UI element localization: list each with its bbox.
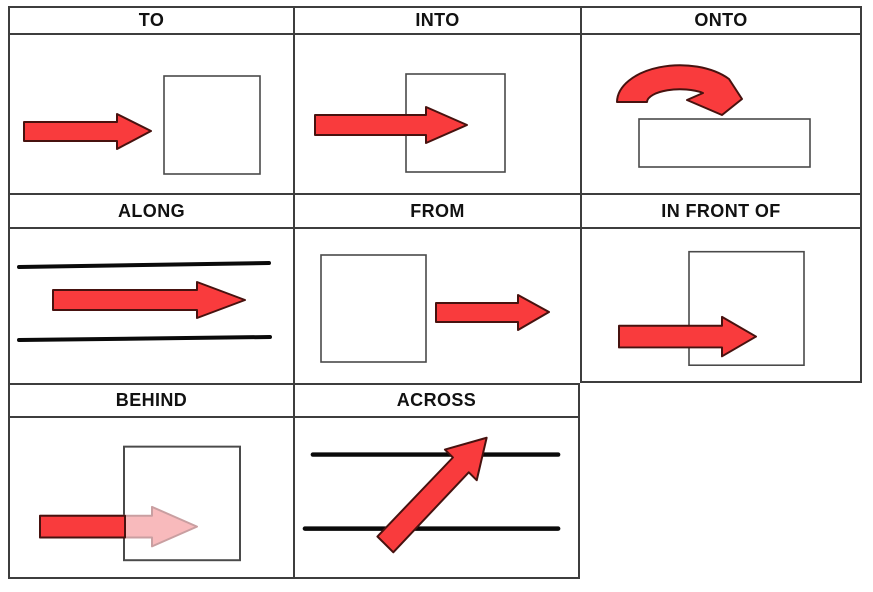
into-diagram-svg — [314, 73, 506, 173]
arrow-overlap-icon — [618, 315, 757, 358]
header-in-front-of: IN FRONT OF — [580, 193, 862, 227]
arrow-into-square-icon — [314, 106, 468, 144]
header-from: FROM — [293, 193, 580, 227]
empty-cell — [580, 383, 862, 416]
diagram-behind — [8, 416, 293, 579]
header-behind-label: BEHIND — [115, 390, 188, 410]
curved-arrow-down-icon — [616, 64, 743, 116]
header-in-front-of-label: IN FRONT OF — [661, 200, 781, 221]
from-diagram-svg — [320, 254, 550, 363]
header-across-label: ACROSS — [396, 390, 477, 410]
header-from-label: FROM — [410, 200, 465, 221]
across-diagram-svg — [302, 436, 561, 554]
arrow-right-icon — [23, 113, 152, 150]
header-behind: BEHIND — [8, 383, 293, 416]
square-shape — [123, 445, 241, 562]
header-along-label: ALONG — [118, 200, 185, 221]
empty-cell — [580, 416, 862, 579]
diagram-along — [8, 227, 293, 383]
diagram-in-front-of — [580, 227, 862, 383]
header-onto: ONTO — [580, 6, 862, 33]
arrow-away-icon — [435, 294, 550, 331]
diagram-from — [293, 227, 580, 383]
diagram-across — [293, 416, 580, 579]
in-front-of-diagram-svg — [618, 250, 805, 366]
path-line-bottom — [17, 335, 272, 342]
header-to-label: TO — [138, 10, 165, 30]
onto-diagram-svg — [616, 64, 811, 168]
arrow-shaft-front-part — [39, 514, 126, 539]
prepositions-table: TO INTO ONTO ALONG FROM IN FRONT OF — [8, 6, 862, 579]
header-into: INTO — [293, 6, 580, 33]
diagram-to — [8, 33, 293, 193]
path-line-top — [17, 261, 271, 269]
header-across: ACROSS — [293, 383, 580, 416]
square-shape — [320, 254, 427, 363]
along-diagram-svg — [17, 261, 272, 342]
header-to: TO — [8, 6, 293, 33]
diagram-onto — [580, 33, 862, 193]
behind-diagram-svg — [39, 445, 241, 562]
arrow-right-icon — [52, 281, 246, 319]
square-shape — [163, 75, 261, 175]
header-along: ALONG — [8, 193, 293, 227]
to-diagram-svg — [23, 75, 261, 175]
diagram-into — [293, 33, 580, 193]
diagonal-arrow-icon — [376, 436, 488, 554]
header-into-label: INTO — [415, 10, 460, 30]
header-onto-label: ONTO — [694, 10, 748, 30]
platform-rect-shape — [638, 118, 811, 168]
